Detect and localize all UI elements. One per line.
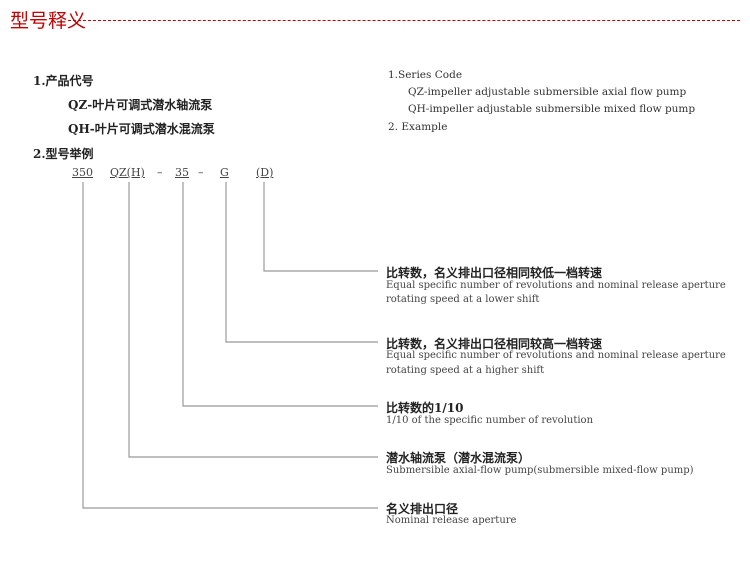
code-size: 350 [72,166,93,179]
legend-g-cn: 比转数，名义排出口径相同较高一档转速 [386,337,603,351]
dashed-divider [68,20,740,21]
qz-desc-cn: QZ-叶片可调式潜水轴流泵 [68,98,213,112]
qh-desc-cn: QH-叶片可调式潜水混流泵 [68,122,215,136]
legend-g-en-1: Equal specific number of revolutions and… [386,350,726,361]
legend-g-en-2: rotating speed at a higher shift [386,365,545,376]
qz-desc-en: QZ-impeller adjustable submersible axial… [408,86,687,98]
qh-desc-en: QH-impeller adjustable submersible mixed… [408,103,696,115]
code-d: (D) [256,166,274,179]
leader-size [82,182,378,509]
leader-type [128,182,378,458]
example-heading-en: 2. Example [388,121,448,133]
legend-size-cn: 名义排出口径 [386,502,459,516]
legend-size-en: Nominal release aperture [386,515,517,526]
legend-ratio-en: 1/10 of the specific number of revolutio… [386,415,594,426]
series-heading-en: 1.Series Code [388,69,463,81]
legend-d-cn: 比转数，名义排出口径相同较低一档转速 [386,266,603,280]
code-ratio: 35 [175,166,189,179]
code-type: QZ(H) [110,166,145,179]
series-heading-cn: 1.产品代号 [33,74,94,88]
legend-ratio-cn: 比转数的1/10 [386,401,464,415]
leader-d [263,182,378,272]
legend-type-en: Submersible axial-flow pump(submersible … [386,465,694,476]
code-g: G [220,166,229,179]
leader-ratio [182,182,378,407]
legend-type-cn: 潜水轴流泵（潜水混流泵） [386,451,531,465]
legend-d-en-1: Equal specific number of revolutions and… [386,280,726,291]
code-dash-1: – [157,166,163,179]
code-dash-2: – [198,166,204,179]
example-heading-cn: 2.型号举例 [33,147,94,161]
section-title: 型号释义 [10,10,87,32]
legend-d-en-2: rotating speed at a lower shift [386,294,540,305]
leader-g [225,182,378,343]
